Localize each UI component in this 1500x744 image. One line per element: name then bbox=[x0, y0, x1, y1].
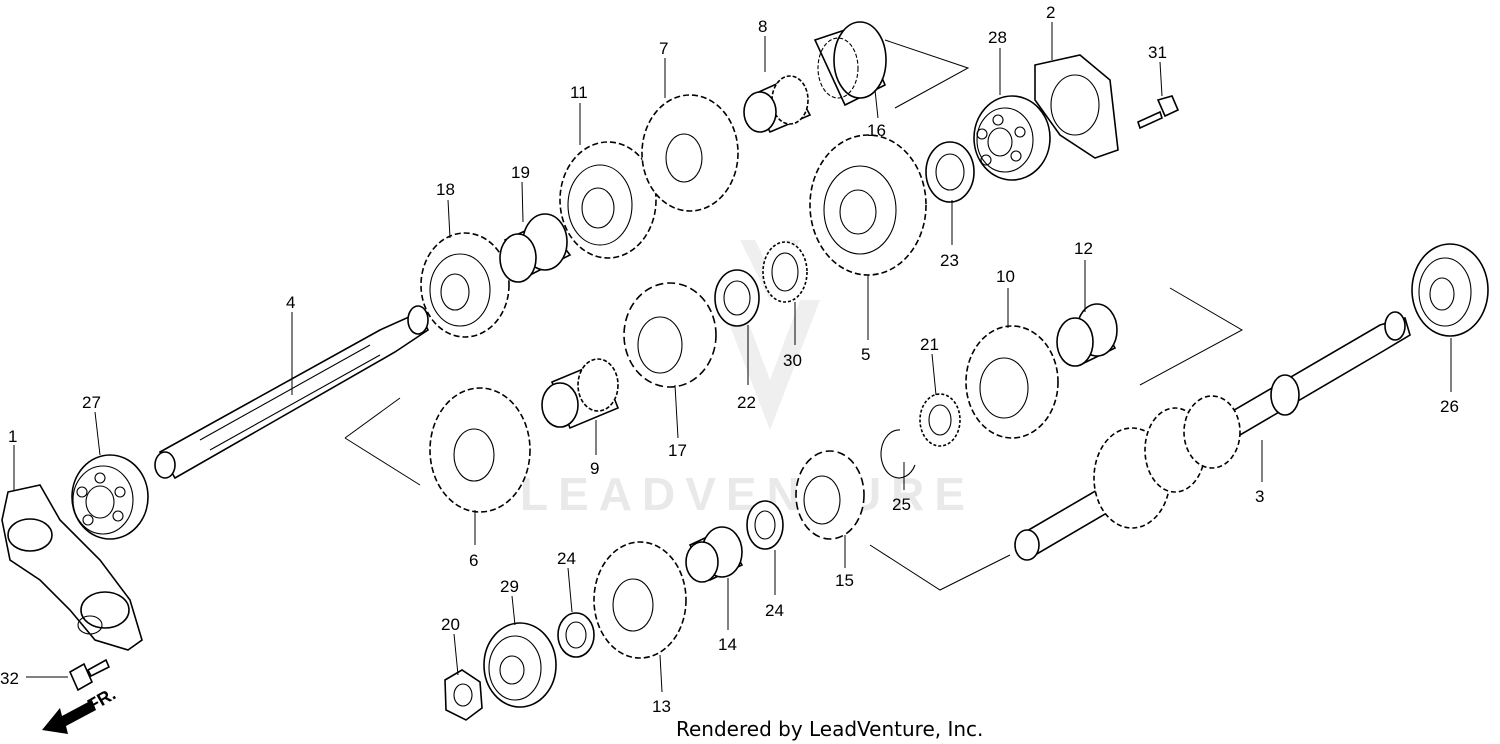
part-28-bearing[interactable] bbox=[973, 95, 1051, 181]
part-4-main-shaft[interactable] bbox=[154, 305, 430, 480]
front-arrow-icon bbox=[42, 700, 96, 734]
part-17-shifter-gear[interactable] bbox=[623, 282, 717, 388]
callouts: 1 2 3 4 5 6 7 8 9 10 11 12 13 14 15 16 1… bbox=[0, 3, 1459, 716]
callout-2: 2 bbox=[1046, 3, 1055, 22]
part-20-nut[interactable] bbox=[444, 669, 483, 721]
part-9-gear[interactable] bbox=[541, 358, 620, 430]
part-32-bolt[interactable] bbox=[68, 658, 111, 692]
callout-4: 4 bbox=[286, 293, 295, 312]
part-8-collar[interactable] bbox=[743, 75, 812, 134]
part-29-bearing[interactable] bbox=[483, 622, 557, 708]
part-5-gear[interactable] bbox=[809, 134, 927, 276]
callout-26: 26 bbox=[1440, 397, 1459, 416]
part-10-gear[interactable] bbox=[965, 325, 1059, 439]
part-11-gear[interactable] bbox=[559, 141, 657, 259]
callout-31: 31 bbox=[1148, 43, 1167, 62]
part-16-shifter-gear[interactable] bbox=[813, 21, 887, 107]
callout-25: 25 bbox=[892, 495, 911, 514]
callout-19: 19 bbox=[511, 163, 530, 182]
callout-7: 7 bbox=[659, 39, 668, 58]
part-13-gear[interactable] bbox=[593, 541, 687, 659]
callout-5: 5 bbox=[861, 345, 870, 364]
callout-21: 21 bbox=[920, 335, 939, 354]
part-12-bushing[interactable] bbox=[1056, 303, 1118, 367]
part-2-bearing-holder[interactable] bbox=[1034, 54, 1119, 159]
callout-16: 16 bbox=[867, 121, 886, 140]
callout-23: 23 bbox=[940, 251, 959, 270]
callout-30: 30 bbox=[783, 351, 802, 370]
callout-24a: 24 bbox=[557, 549, 576, 568]
part-30-needle-bearing[interactable] bbox=[762, 241, 808, 303]
leader-lines bbox=[13, 22, 1452, 693]
callout-1: 1 bbox=[8, 427, 17, 446]
part-24-washer-lower[interactable] bbox=[557, 612, 595, 658]
callout-18: 18 bbox=[436, 180, 455, 199]
callout-10: 10 bbox=[996, 267, 1015, 286]
assembly-lines bbox=[344, 39, 1244, 591]
watermark: LEADVENTURE bbox=[520, 240, 975, 520]
render-credit: Rendered by LeadVenture, Inc. bbox=[676, 717, 983, 741]
callout-14: 14 bbox=[718, 635, 737, 654]
part-1-case-cover[interactable] bbox=[1, 484, 143, 651]
part-26-bearing[interactable] bbox=[1411, 243, 1489, 337]
callout-3: 3 bbox=[1255, 487, 1264, 506]
callout-6: 6 bbox=[469, 551, 478, 570]
part-21-washer[interactable] bbox=[919, 393, 961, 447]
part-3-countershaft[interactable] bbox=[1014, 311, 1411, 561]
watermark-text: LEADVENTURE bbox=[520, 468, 975, 520]
part-25-circlip[interactable] bbox=[880, 429, 916, 479]
callout-8: 8 bbox=[758, 17, 767, 36]
callout-24b: 24 bbox=[765, 601, 784, 620]
part-19-bushing[interactable] bbox=[499, 213, 572, 283]
callout-29: 29 bbox=[500, 577, 519, 596]
callout-22: 22 bbox=[737, 393, 756, 412]
part-31-bolt[interactable] bbox=[1137, 95, 1180, 130]
callout-13: 13 bbox=[652, 697, 671, 716]
callout-32: 32 bbox=[0, 669, 19, 688]
callout-20: 20 bbox=[441, 615, 460, 634]
callout-27: 27 bbox=[82, 393, 101, 412]
callout-12: 12 bbox=[1074, 239, 1093, 258]
part-15-shifter-gear[interactable] bbox=[795, 450, 865, 540]
part-27-bearing[interactable] bbox=[71, 454, 149, 540]
callout-11: 11 bbox=[570, 83, 588, 102]
callout-9: 9 bbox=[590, 459, 599, 478]
callout-15: 15 bbox=[835, 571, 854, 590]
part-7-gear[interactable] bbox=[641, 94, 739, 212]
part-22-washer[interactable] bbox=[714, 269, 760, 327]
part-18-gear[interactable] bbox=[420, 232, 510, 338]
callout-28: 28 bbox=[988, 28, 1007, 47]
part-24-washer-upper[interactable] bbox=[746, 500, 784, 550]
part-6-gear[interactable] bbox=[429, 387, 531, 513]
part-23-washer[interactable] bbox=[925, 141, 975, 203]
part-14-bushing[interactable] bbox=[685, 526, 744, 583]
callout-17: 17 bbox=[668, 441, 687, 460]
front-direction-indicator: FR. bbox=[42, 684, 119, 734]
